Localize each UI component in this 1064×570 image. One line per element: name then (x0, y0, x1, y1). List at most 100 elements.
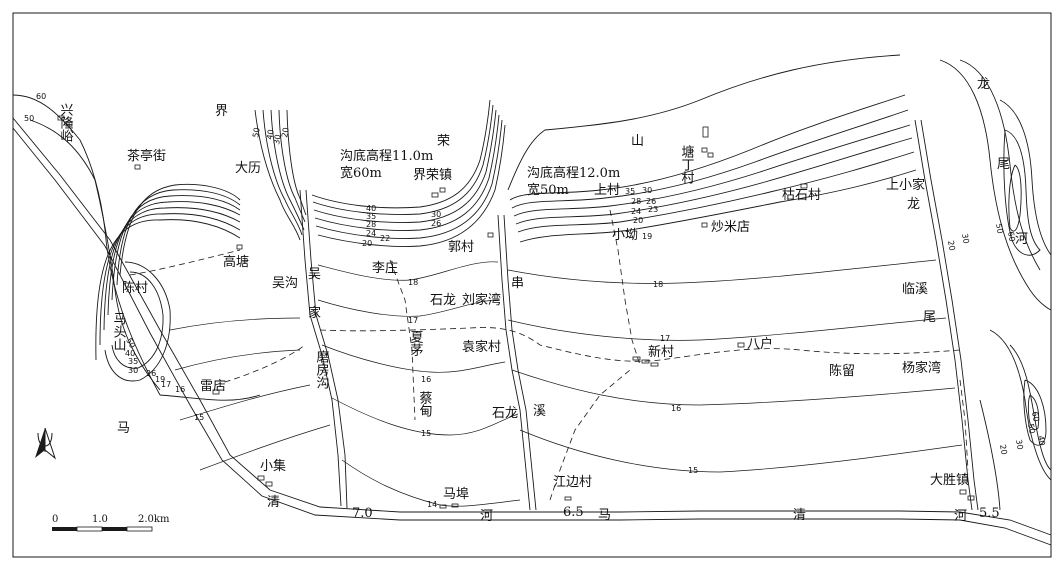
place-tangdingcun: 塘丁村 (679, 144, 695, 184)
longwei-stream (914, 119, 979, 511)
contour-label: 40 (265, 129, 276, 141)
river-elevation: 7.0 (352, 506, 373, 521)
place-xincun: 新村 (648, 344, 674, 360)
contour-label: 60 (1006, 231, 1017, 243)
contour-label: 15 (194, 413, 204, 422)
place-chatingjie: 茶亭街 (127, 148, 166, 164)
wujiagou-stream (299, 189, 348, 509)
contour-label: 20 (280, 127, 291, 139)
river-label: 清 (267, 495, 280, 510)
contour-label: 60 (1030, 411, 1041, 423)
place-yangjiawan: 杨家湾 (902, 360, 941, 376)
region-label: 临溪 (902, 282, 928, 297)
region-label: 龙 (977, 77, 990, 92)
contour-label: 30 (128, 366, 138, 375)
place-dali: 大历 (235, 161, 261, 176)
channel-notes: 沟底高程11.0m 宽60m 沟底高程12.0m 宽50m (340, 148, 620, 198)
contour-label: 50 (24, 114, 34, 123)
contour-label: 23 (648, 205, 658, 214)
contour-label: 40 (366, 204, 376, 213)
place-xiaoji: 小集 (260, 458, 286, 474)
river-elevation: 5.5 (979, 506, 1000, 521)
place-leidian: 雷店 (200, 379, 226, 394)
river-label: 河 (480, 509, 493, 524)
boundary-lines (129, 209, 969, 501)
east-channel-note: 沟底高程12.0m (527, 165, 620, 181)
contour-label: 20 (998, 444, 1009, 456)
contour-label: 16 (421, 375, 431, 384)
contour-label: 24 (366, 229, 376, 238)
place-chencun: 陈村 (122, 280, 148, 296)
east-channel-note: 宽50m (527, 182, 569, 198)
place-guocun: 郭村 (448, 239, 474, 255)
place-jierongzhen: 界荣镇 (413, 168, 452, 183)
region-label: 溪 (533, 404, 546, 419)
place-liujiawan: 刘家湾 (462, 292, 501, 308)
river-label: 马 (598, 508, 611, 523)
contour-label: 18 (653, 280, 663, 289)
region-label: 家 (308, 305, 321, 321)
region-label: 串 (511, 276, 524, 291)
place-caidian: 蔡甸 (417, 391, 433, 418)
contour-label: 26 (431, 219, 441, 228)
contour-label: 60 (36, 92, 46, 101)
region-label: 界 (215, 104, 228, 119)
contour-label: 35 (366, 212, 376, 221)
contour-label: 35 (625, 187, 635, 196)
contour-label: 26 (646, 197, 656, 206)
scale-label: 1.0 (92, 514, 108, 525)
map-frame (12, 12, 1052, 558)
place-yuanjiacun: 袁家村 (462, 339, 501, 355)
contour-label: 19 (155, 375, 165, 384)
scale-label: 0 (52, 514, 58, 525)
place-chaomidian: 炒米店 (711, 220, 750, 235)
contour-label: 16 (175, 385, 185, 394)
region-label: 石龙 (492, 406, 518, 421)
place-mabu: 马埠 (443, 487, 469, 502)
river-elevation: 6.5 (563, 505, 584, 520)
contour-label: 19 (642, 232, 652, 241)
place-kushicun: 枯石村 (782, 188, 821, 203)
contour-label: 17 (161, 380, 171, 389)
contour-label: 22 (380, 234, 390, 243)
contour-label: 20 (946, 240, 957, 252)
east-hill-contours (939, 59, 1052, 511)
river-label: 河 (954, 509, 967, 524)
west-hill-contours (12, 94, 261, 401)
contour-label: 17 (408, 316, 418, 325)
place-matoushan: 马头山 (111, 312, 127, 351)
contour-label: 14 (427, 500, 437, 509)
west-channel-note: 宽60m (340, 165, 382, 181)
north-east-ridge-contours (507, 54, 917, 243)
place-jiangbiancun: 江边村 (553, 475, 592, 490)
contour-label: 26 (146, 369, 156, 378)
region-label: 山 (631, 134, 644, 149)
region-label: 尾 (997, 157, 1010, 172)
place-chenliu: 陈留 (829, 363, 855, 379)
region-label: 荣 (437, 134, 450, 149)
contour-label: 40 (125, 349, 135, 358)
region-label: 吴 (308, 267, 321, 282)
north-west-ridge-contours (254, 99, 506, 247)
place-xiamao: 夏茅 (408, 330, 424, 356)
contour-label: 28 (631, 197, 641, 206)
contour-label: 20 (633, 216, 643, 225)
region-label: 龙 (907, 197, 920, 212)
contour-label: 30 (1014, 439, 1025, 451)
contour-labels: 60 50 50 40 30 20 50 40 35 30 26 19 17 1… (24, 92, 1047, 509)
north-arrow-icon (35, 427, 57, 460)
contour-label: 24 (631, 207, 641, 216)
contour-label: 50 (251, 127, 262, 139)
contour-label: 30 (960, 233, 971, 245)
village-marks (57, 115, 975, 509)
contour-label: 40 (1036, 435, 1047, 447)
place-xiaoao: 小坳 (612, 228, 638, 243)
contour-label: 20 (362, 239, 372, 248)
contour-label: 50 (1026, 423, 1037, 435)
contour-label: 50 (994, 223, 1005, 235)
contour-label: 30 (642, 186, 652, 195)
place-shilong: 石龙 (430, 293, 456, 308)
place-shangxiaojia: 上小家 (886, 177, 925, 193)
place-lizhuang: 李庄 (372, 260, 398, 276)
